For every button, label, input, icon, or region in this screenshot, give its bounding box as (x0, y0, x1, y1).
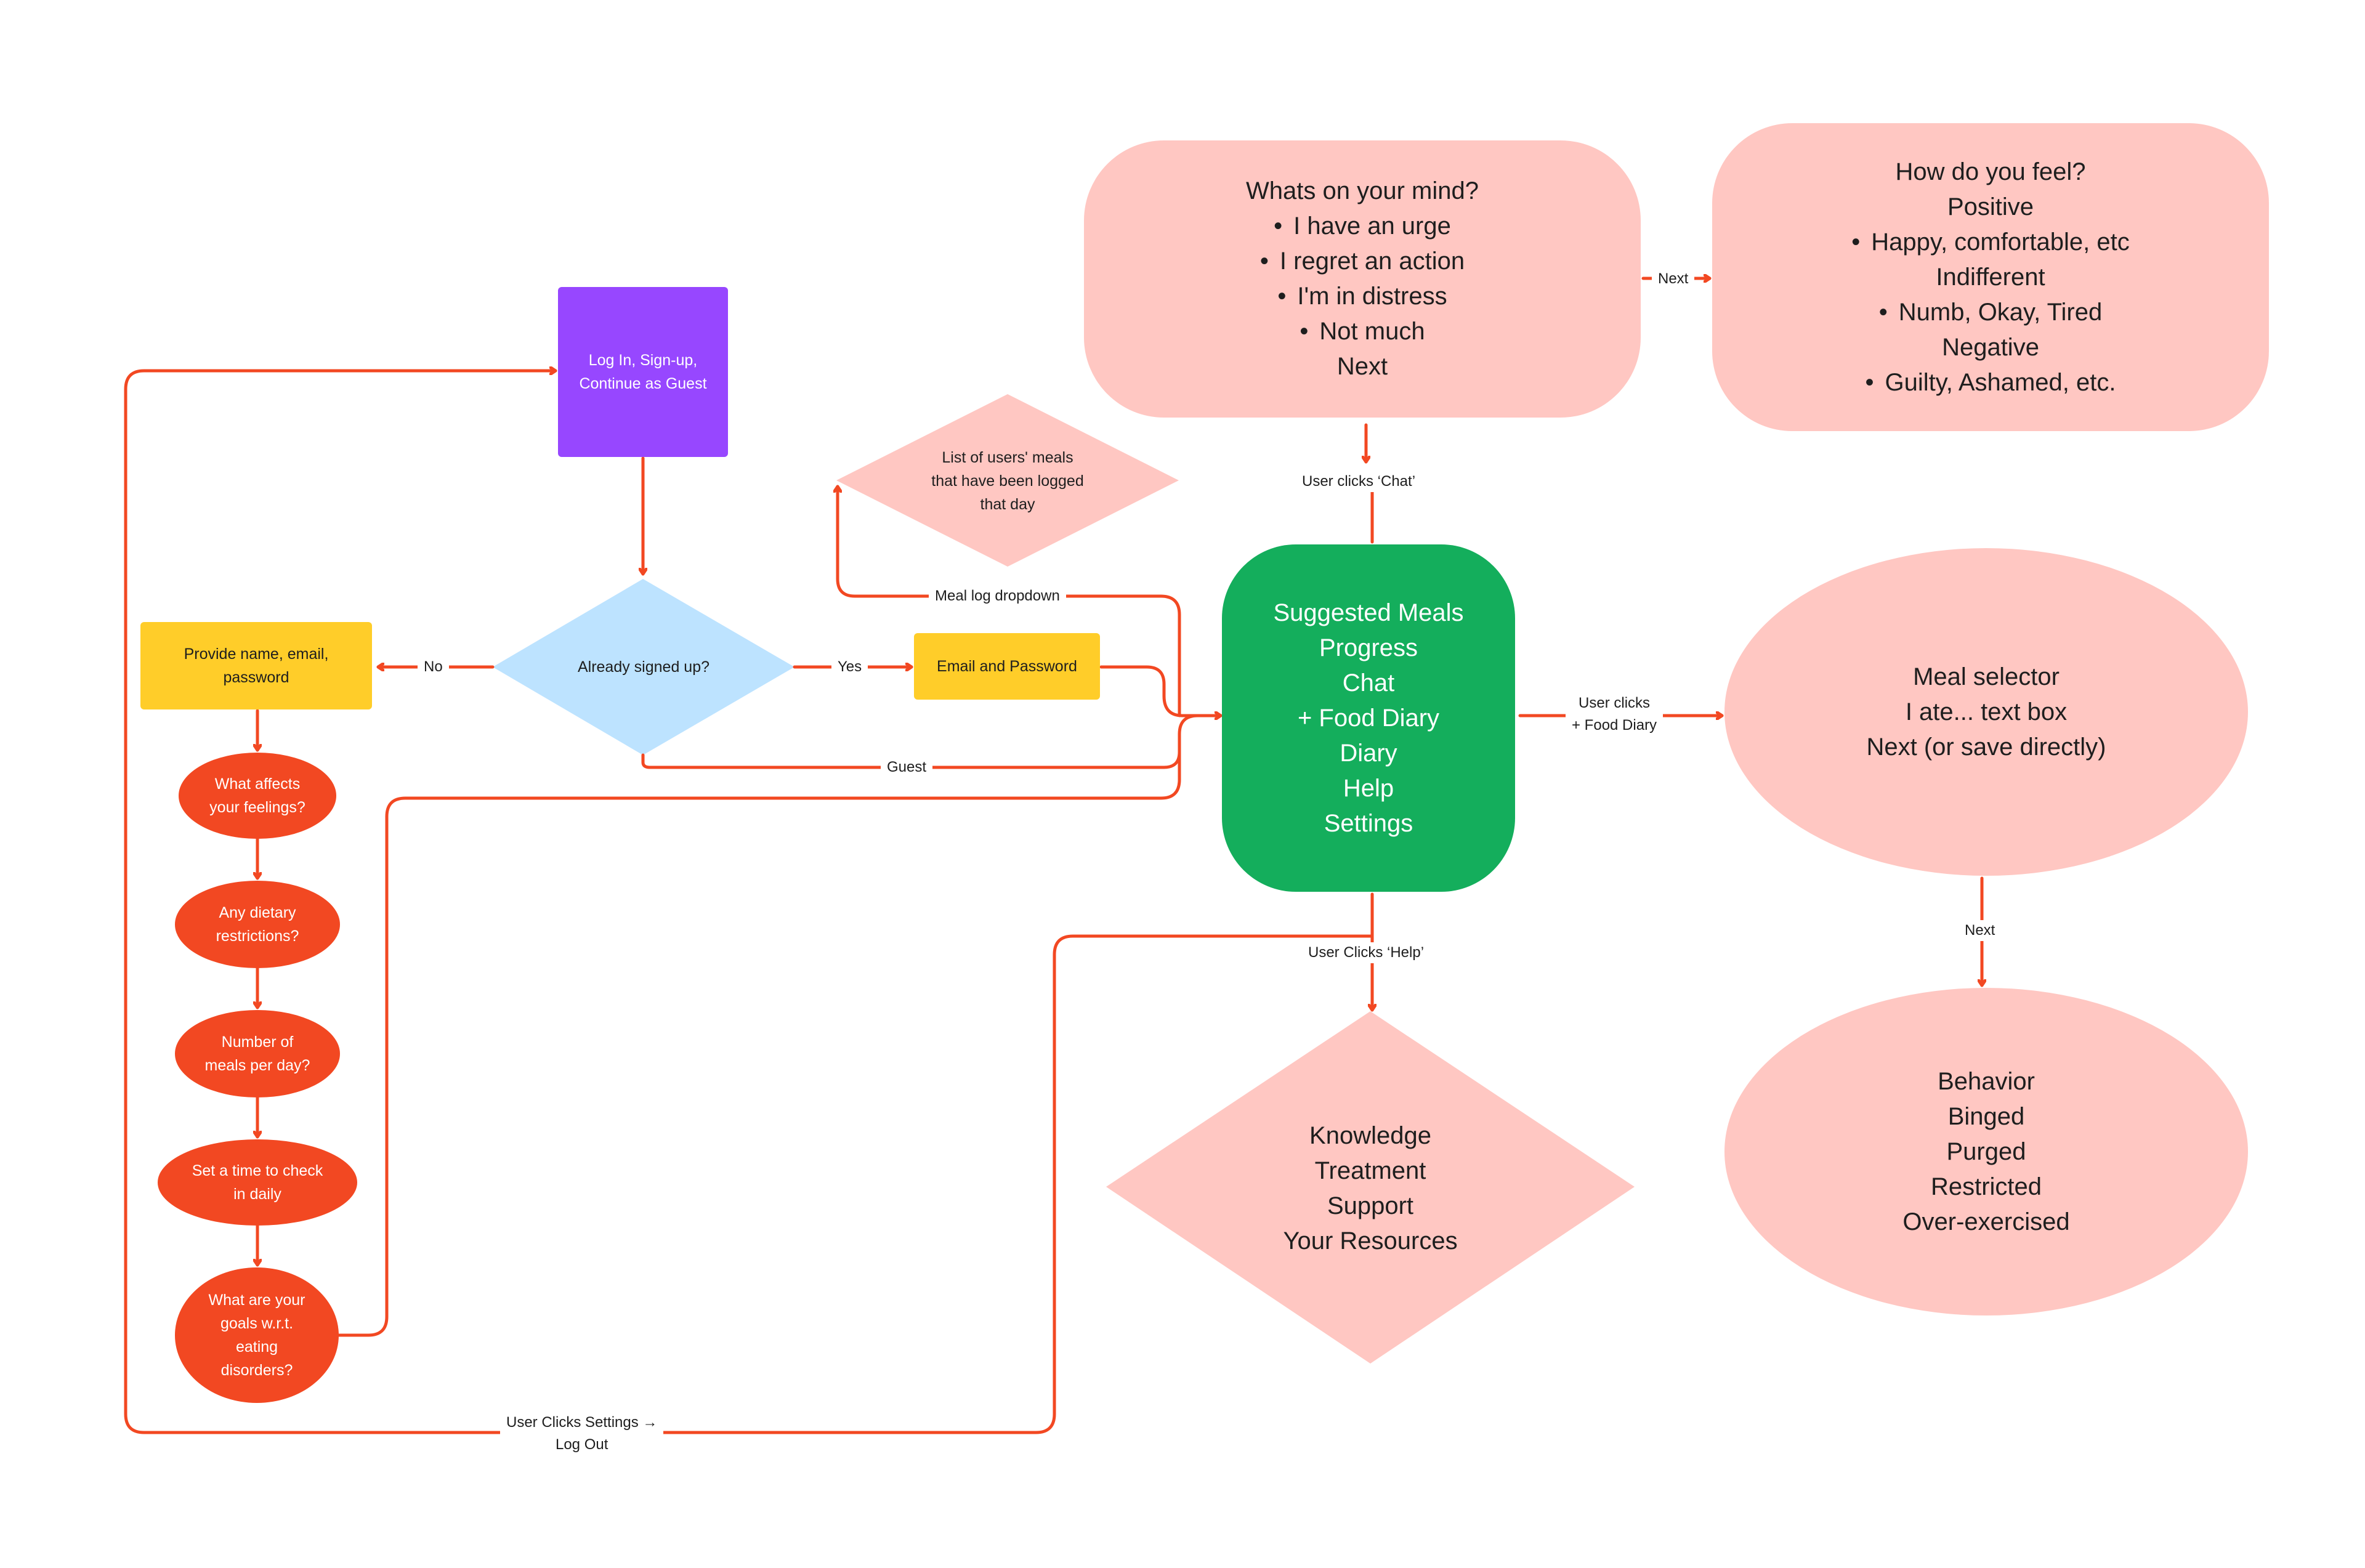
goals-line-2: goals w.r.t. (220, 1315, 294, 1332)
edge-label-yes: Yes (831, 657, 868, 677)
feel-title: How do you feel? (1895, 158, 2086, 185)
connector-hub-to-mind (1366, 423, 1374, 544)
connector-email-to-hub (1099, 665, 1223, 716)
login-line-1: Log In, Sign-up, (588, 352, 698, 369)
edge-label-no: No (418, 657, 449, 677)
connector-guest-to-hub (641, 714, 1200, 769)
provide-info-line-1: Provide name, email, (184, 645, 329, 663)
mind-next: Next (1336, 353, 1388, 380)
affects-line-2: your feelings? (209, 799, 305, 816)
goals-line-1: What are your (208, 1291, 305, 1309)
behavior-line-1: Behavior (1938, 1067, 2035, 1095)
hub-diary: Diary (1340, 739, 1397, 767)
feel-node: How do you feel? Positive Happy, comfort… (1712, 123, 2269, 431)
hub-settings: Settings (1324, 809, 1413, 837)
provide-info-line-2: password (223, 669, 289, 686)
already-signed-text: Already signed up? (577, 658, 710, 676)
dietary-restrictions-node: Any dietary restrictions? (175, 881, 340, 968)
meal-selector-line-2: I ate... text box (1905, 698, 2068, 725)
email-password-node: Email and Password (914, 633, 1100, 700)
mind-bullet-regret: I regret an action (1260, 244, 1465, 279)
behavior-node: Behavior Binged Purged Restricted Over-e… (1724, 988, 2248, 1315)
behavior-line-4: Restricted (1930, 1173, 2042, 1200)
login-line-2: Continue as Guest (579, 375, 707, 392)
goals-line-4: disorders? (220, 1362, 293, 1379)
check-time-line-2: in daily (233, 1186, 281, 1203)
hub-food-diary: + Food Diary (1297, 704, 1440, 732)
login-node: Log In, Sign-up, Continue as Guest (558, 287, 728, 457)
mind-title: Whats on your mind? (1246, 177, 1479, 204)
meal-list-line-3: that day (980, 496, 1035, 513)
main-hub-node: Suggested Meals Progress Chat + Food Dia… (1222, 544, 1515, 892)
edge-label-help: User Clicks ‘Help’ (1302, 942, 1431, 963)
meal-selector-node: Meal selector I ate... text box Next (or… (1724, 548, 2248, 876)
edge-label-food-diary-line-1: User clicks (1579, 695, 1651, 711)
dietary-line-2: restrictions? (216, 927, 299, 945)
edge-label-settings: User Clicks Settings → Log Out (500, 1412, 664, 1456)
feel-negative-bullet: Guilty, Ashamed, etc. (1866, 365, 2116, 400)
mind-bullet-not-much: Not much (1300, 314, 1425, 349)
help-resources: Your Resources (1283, 1227, 1458, 1255)
feel-indifferent: Indifferent (1936, 263, 2045, 291)
dietary-line-1: Any dietary (219, 904, 296, 921)
mind-bullet-urge: I have an urge (1274, 209, 1451, 244)
check-time-node: Set a time to check in daily (158, 1139, 357, 1226)
email-password-text: Email and Password (937, 658, 1077, 675)
feel-indifferent-bullet: Numb, Okay, Tired (1879, 295, 2102, 330)
help-knowledge: Knowledge (1309, 1122, 1431, 1149)
help-support: Support (1327, 1192, 1414, 1219)
hub-help: Help (1343, 774, 1394, 802)
feel-negative: Negative (1942, 333, 2039, 361)
edge-label-settings-line-2: Log Out (555, 1436, 608, 1453)
meals-per-day-line-1: Number of (221, 1033, 294, 1051)
connector-meal-log (838, 485, 1181, 717)
behavior-line-2: Binged (1947, 1102, 2025, 1130)
meal-selector-line-1: Meal selector (1913, 663, 2060, 690)
behavior-line-5: Over-exercised (1902, 1208, 2070, 1235)
already-signed-diamond (493, 579, 794, 755)
edge-label-next-right: Next (1959, 920, 2002, 941)
edge-label-next-top: Next (1652, 269, 1695, 289)
meal-list-diamond (836, 394, 1179, 567)
meal-list-label: List of users' meals that have been logg… (862, 441, 1153, 521)
help-diamond (1106, 1011, 1635, 1364)
edge-label-food-diary: User clicks + Food Diary (1566, 692, 1664, 737)
hub-suggested-meals: Suggested Meals (1273, 599, 1464, 626)
goals-node: What are your goals w.r.t. eating disord… (175, 1267, 339, 1403)
behavior-line-3: Purged (1946, 1138, 2026, 1165)
feel-positive: Positive (1947, 193, 2034, 220)
meals-per-day-node: Number of meals per day? (175, 1010, 340, 1097)
edge-label-guest: Guest (881, 757, 933, 778)
edge-label-meal-log: Meal log dropdown (929, 586, 1066, 607)
feel-positive-bullet: Happy, comfortable, etc (1851, 225, 2129, 260)
meal-list-line-2: that have been logged (931, 472, 1084, 490)
meals-per-day-line-2: meals per day? (204, 1057, 310, 1074)
connector-goals-to-hub (336, 732, 1181, 1337)
help-label: Knowledge Treatment Support Your Resourc… (1189, 1109, 1552, 1269)
mind-node: Whats on your mind? I have an urge I reg… (1084, 140, 1641, 418)
provide-info-node: Provide name, email, password (140, 622, 372, 709)
affects-line-1: What affects (214, 775, 301, 793)
mind-bullet-distress: I'm in distress (1277, 279, 1447, 314)
affects-feelings-node: What affects your feelings? (179, 753, 336, 839)
edge-label-settings-line-1: User Clicks Settings → (506, 1414, 658, 1431)
check-time-line-1: Set a time to check (192, 1162, 323, 1179)
help-treatment: Treatment (1314, 1157, 1426, 1184)
meal-selector-line-3: Next (or save directly) (1866, 733, 2106, 761)
hub-progress: Progress (1319, 634, 1418, 661)
goals-line-3: eating (235, 1338, 278, 1356)
already-signed-label: Already signed up? (493, 641, 794, 693)
edge-label-chat: User clicks ‘Chat’ (1296, 471, 1422, 492)
edge-label-food-diary-line-2: + Food Diary (1572, 717, 1657, 733)
hub-chat: Chat (1342, 669, 1395, 697)
meal-list-line-1: List of users' meals (942, 449, 1073, 466)
